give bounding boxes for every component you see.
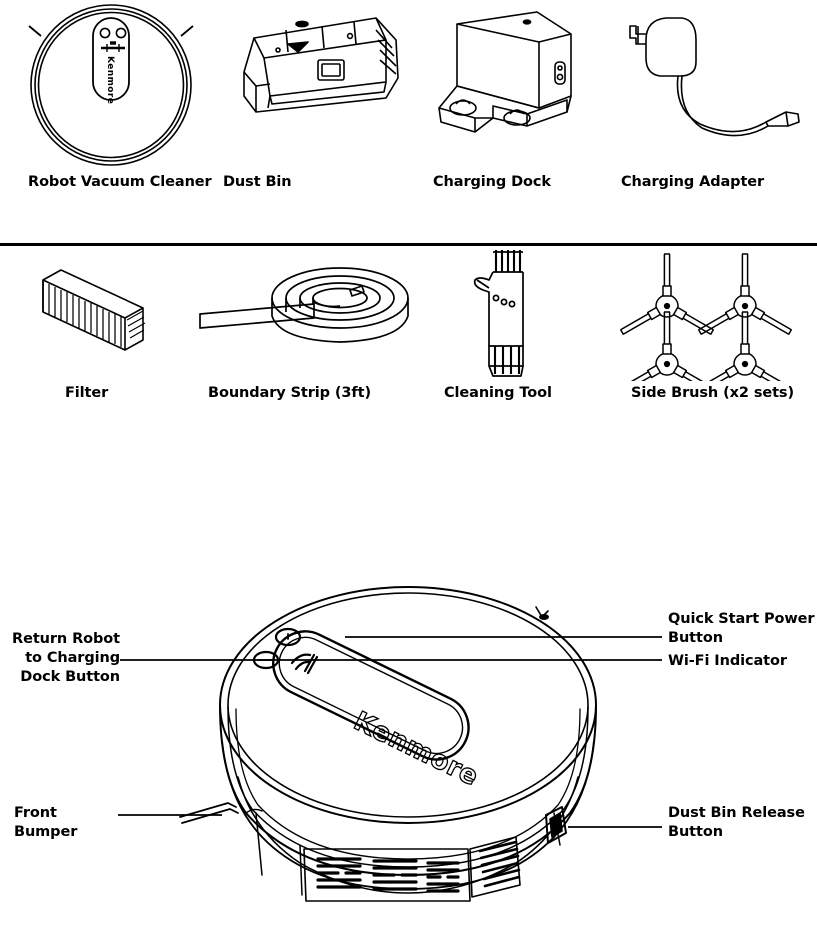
part-item-filter: Filter <box>0 246 180 436</box>
robot-vacuum-top-view-icon: Kenmore <box>0 0 222 170</box>
part-label: Side Brush (x2 sets) <box>631 385 794 401</box>
part-label: Charging Dock <box>433 174 551 190</box>
part-item-charging-adapter: Charging Adapter <box>609 0 817 243</box>
filter-icon <box>0 246 180 381</box>
callout-wifi-indicator: Wi-Fi Indicator <box>668 653 787 669</box>
charging-adapter-icon <box>609 0 817 170</box>
part-item-cleaning-tool: Cleaning Tool <box>425 246 593 436</box>
brand-wordmark: Kenmore <box>349 706 483 792</box>
side-brush-icon <box>593 246 817 381</box>
part-label: Dust Bin <box>223 174 292 190</box>
part-item-dust-bin: Dust Bin <box>222 0 414 243</box>
boundary-strip-icon <box>180 246 425 381</box>
part-item-robot-vacuum: Kenmore Robot Vacuum Cleaner <box>0 0 222 243</box>
part-label: Robot Vacuum Cleaner <box>28 174 212 190</box>
callout-leader-lines <box>118 636 662 828</box>
parts-row-two: Filter <box>0 246 817 436</box>
part-item-charging-dock: Charging Dock <box>414 0 609 243</box>
cleaning-tool-icon <box>425 246 593 381</box>
part-item-side-brush: Side Brush (x2 sets) <box>593 246 817 436</box>
dust-bin-icon <box>222 0 414 170</box>
section-divider <box>0 243 817 246</box>
part-label: Charging Adapter <box>621 174 765 190</box>
callout-front-bumper: Front Bumper <box>14 805 78 841</box>
part-label: Cleaning Tool <box>444 385 552 401</box>
svg-text:Kenmore: Kenmore <box>105 56 115 104</box>
charging-dock-icon <box>414 0 609 170</box>
callout-return-to-dock-button: Return Robot to Charging Dock Button <box>12 631 120 686</box>
robot-perspective-drawing: Kenmore <box>118 586 662 902</box>
part-label: Filter <box>65 385 109 401</box>
callout-dust-bin-release-button: Dust Bin Release Button <box>668 805 805 841</box>
parts-row-one: Kenmore Robot Vacuum Cleaner <box>0 0 817 243</box>
robot-diagram-section: Kenmore Return Robot to Charging Dock Bu… <box>0 545 817 928</box>
callout-quick-start-power-button: Quick Start Power Button <box>668 611 815 647</box>
part-label: Boundary Strip (3ft) <box>208 385 371 401</box>
part-item-boundary-strip: Boundary Strip (3ft) <box>180 246 425 436</box>
parts-list-section: Kenmore Robot Vacuum Cleaner <box>0 0 817 436</box>
